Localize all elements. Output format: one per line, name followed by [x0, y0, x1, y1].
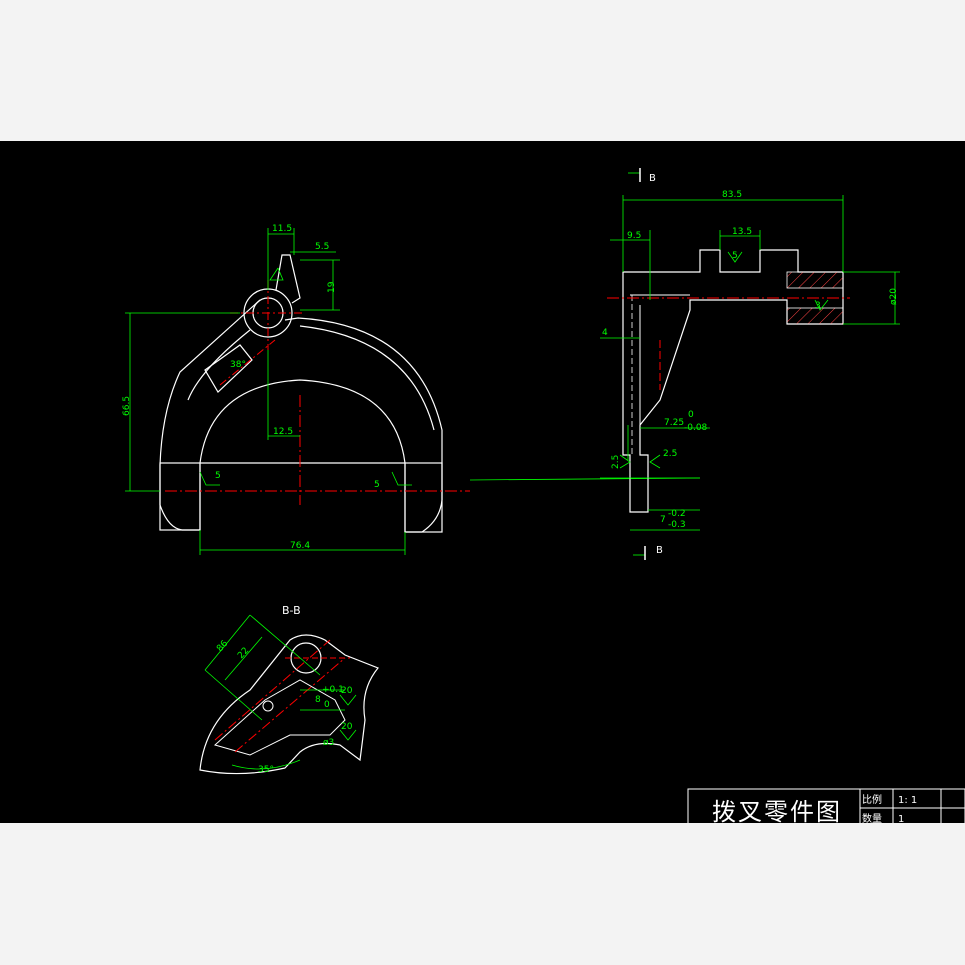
- dim-bore: 8: [315, 695, 321, 705]
- dim-bore-tol-upper: +0.1: [322, 685, 344, 695]
- section-centerline-b: [234, 657, 346, 753]
- qty-label: 数量: [862, 812, 882, 823]
- dim-tip-tol-upper: -0.2: [668, 509, 686, 519]
- section-title: B-B: [282, 604, 301, 617]
- dim-boss-height: 19: [327, 281, 337, 293]
- section-outline: [199, 634, 379, 775]
- dim-boss-offset: 5.5: [315, 242, 329, 252]
- rough-slot: 5: [732, 251, 738, 261]
- rough-right: 5: [374, 480, 380, 490]
- rough-section-a: 20: [341, 686, 353, 696]
- side-outline: [622, 249, 844, 513]
- right-pad: [404, 462, 443, 533]
- rough-left: 5: [215, 471, 221, 481]
- front-view: 11.5 5.5 19 66.5 38° 12.5 76.4 5 5: [122, 224, 701, 555]
- dim-d2: 22: [236, 646, 251, 661]
- rough-side-left: 2.5: [611, 455, 621, 469]
- section-inner: [213, 679, 346, 756]
- hole-hatch-bottom: [786, 307, 844, 325]
- rough-section-b: 20: [341, 722, 353, 732]
- dim-height: 66.5: [122, 396, 132, 416]
- dim-wall: 4: [602, 328, 608, 338]
- dim-fork-tol-upper: 0: [688, 410, 694, 420]
- qty-value: 1: [898, 814, 904, 823]
- rough-hole: 3: [815, 301, 821, 311]
- dim-hole-dia: ø20: [889, 288, 899, 305]
- side-view: B B 83.5 9.5 13.5 ø20 4 7.25 0 -0.08 2.5…: [600, 168, 900, 560]
- dim-d1: 86: [215, 639, 230, 654]
- dim-fork-thickness: 7.25: [664, 418, 684, 428]
- fork-inner-arc: [199, 379, 406, 464]
- section-mark-top: B: [649, 173, 656, 184]
- section-centerline-a: [214, 639, 331, 741]
- boss-lug: [275, 254, 301, 304]
- dim-fork-tol-lower: -0.08: [684, 423, 708, 433]
- dim-left-offset: 9.5: [627, 231, 641, 241]
- section-view: B-B 86 22 8 +0.1 0 20 20 ø3 35°: [199, 604, 379, 775]
- rough-side-right: 2.5: [663, 449, 677, 459]
- dim-rib-angle: 38°: [230, 360, 246, 370]
- dim-pin-hole: ø3: [323, 738, 334, 748]
- dim-tip-tol-lower: -0.3: [668, 520, 686, 530]
- fork-outer-arc: [299, 325, 435, 431]
- fork-rib: [204, 344, 253, 393]
- hole-hatch-top: [786, 271, 844, 289]
- dim-section-angle: 35°: [258, 765, 274, 775]
- title-block: 拨叉零件图 比例 1: 1 数量 1: [687, 788, 965, 823]
- dim-length: 83.5: [722, 190, 742, 200]
- dim-tip-thickness: 7: [660, 515, 666, 525]
- dim-slot-width: 13.5: [732, 227, 752, 237]
- title-text: 拨叉零件图: [712, 798, 842, 823]
- section-pin-hole: [262, 700, 274, 712]
- left-pad: [159, 462, 201, 531]
- fork-outline: [159, 299, 443, 533]
- scale-value: 1: 1: [898, 795, 917, 806]
- cad-drawing-canvas: 11.5 5.5 19 66.5 38° 12.5 76.4 5 5: [122, 168, 965, 823]
- dim-inner-offset: 12.5: [273, 427, 293, 437]
- scale-label: 比例: [862, 793, 882, 806]
- section-mark-bottom: B: [656, 545, 663, 556]
- rib-centerline: [219, 339, 276, 386]
- dim-width: 76.4: [290, 541, 310, 551]
- dim-bore-tol-lower: 0: [324, 700, 330, 710]
- dim-top-width: 11.5: [272, 224, 292, 234]
- cad-viewport[interactable]: 11.5 5.5 19 66.5 38° 12.5 76.4 5 5: [0, 141, 965, 823]
